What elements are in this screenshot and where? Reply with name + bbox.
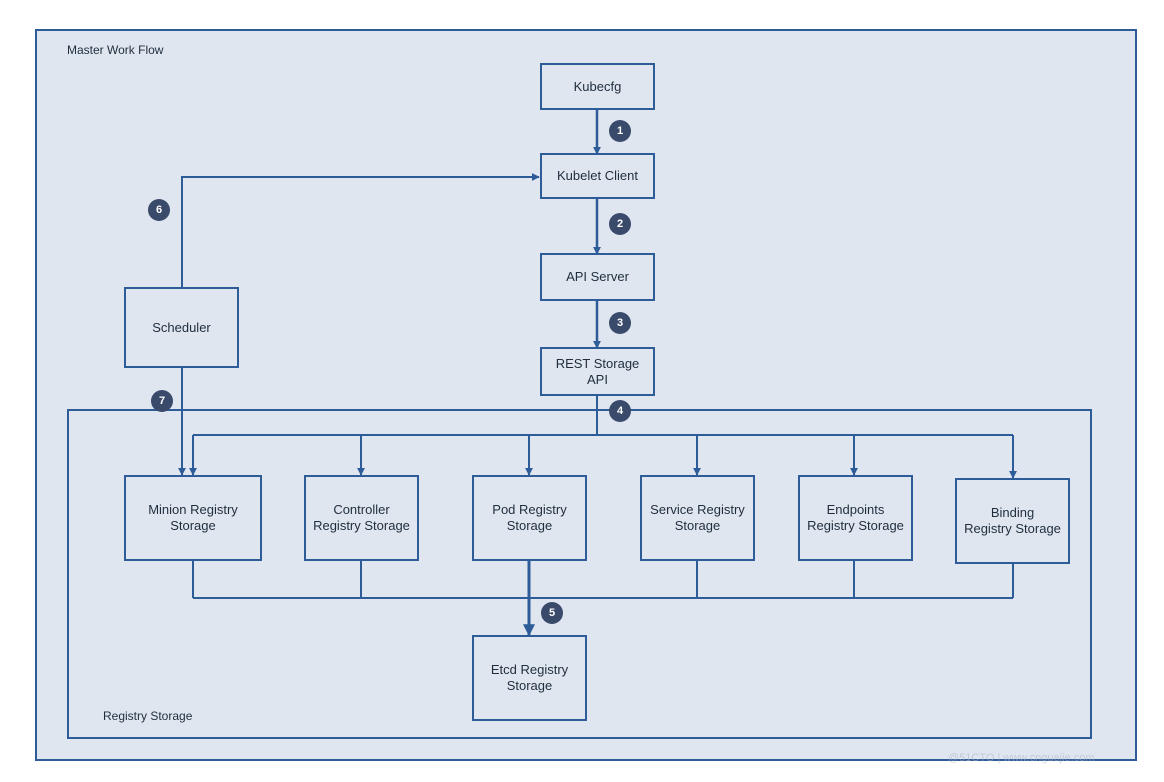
rest-storage-api-box xyxy=(540,347,655,396)
api-server-box xyxy=(540,253,655,301)
pod-registry-box xyxy=(472,475,587,561)
watermark: @51CTO | www.cnguejie.com xyxy=(948,752,1095,764)
step-4-badge: 4 xyxy=(609,400,631,422)
step-3-badge: 3 xyxy=(609,312,631,334)
kubecfg-box xyxy=(540,63,655,110)
step-2-badge: 2 xyxy=(609,213,631,235)
binding-registry-box xyxy=(955,478,1070,564)
controller-registry-box xyxy=(304,475,419,561)
service-registry-box xyxy=(640,475,755,561)
minion-registry-box xyxy=(124,475,262,561)
etcd-registry-box xyxy=(472,635,587,721)
edge-scheduler-to-kubelet xyxy=(181,173,540,288)
registry-storage-title: Registry Storage xyxy=(103,709,193,723)
scheduler-box xyxy=(124,287,239,368)
master-work-flow-title: Master Work Flow xyxy=(67,43,164,57)
kubelet-client-box xyxy=(540,153,655,199)
endpoints-registry-box xyxy=(798,475,913,561)
step-5-badge: 5 xyxy=(541,602,563,624)
step-1-badge: 1 xyxy=(609,120,631,142)
step-6-badge: 6 xyxy=(148,199,170,221)
step-7-badge: 7 xyxy=(151,390,173,412)
